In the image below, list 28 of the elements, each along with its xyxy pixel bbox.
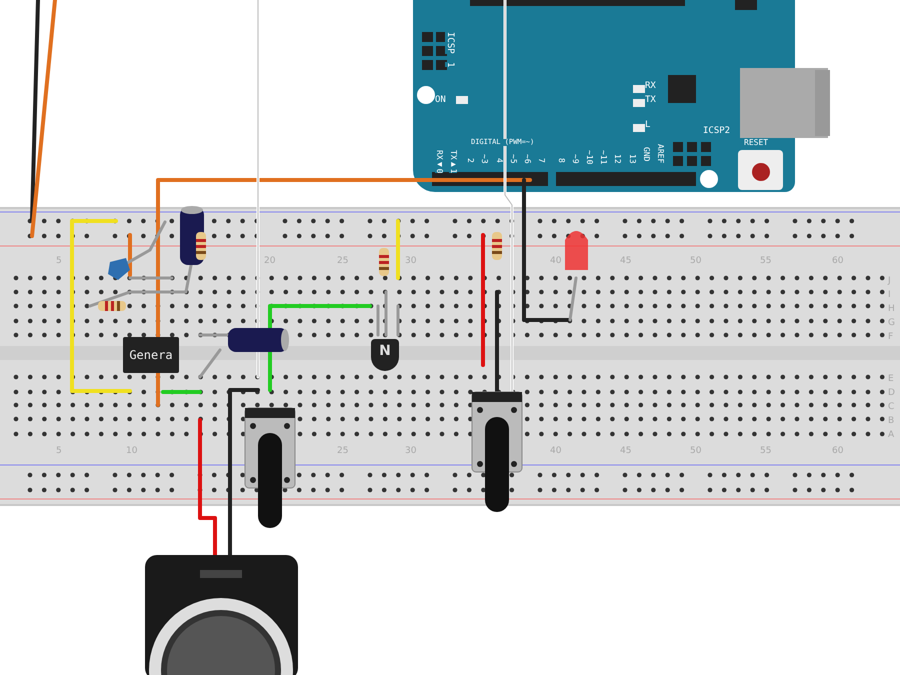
chip-label: Genera <box>129 348 173 362</box>
transistor <box>371 339 399 371</box>
board-label: 8 <box>557 158 565 163</box>
board-label: RESET <box>744 139 768 147</box>
board-label: ICSP <box>445 32 454 54</box>
board-label: 7 <box>537 158 545 163</box>
board-label: ~9 <box>571 154 579 164</box>
board-label: 13 <box>628 154 636 164</box>
board-label: TX▶1 <box>449 150 457 174</box>
board-label: 12 <box>613 154 621 164</box>
board-label: ~5 <box>509 154 517 164</box>
board-label: 1 <box>445 62 454 68</box>
ic-chip <box>123 337 179 373</box>
board-label: GND <box>642 147 650 162</box>
board-label: ON <box>435 96 446 105</box>
board-label: 2 <box>466 158 474 163</box>
board-label: RX◀0 <box>435 150 443 174</box>
board-label: TX <box>645 96 656 105</box>
board-label: ~3 <box>480 154 488 164</box>
board-label: ~10 <box>585 150 593 164</box>
board-label: AREF <box>656 144 664 164</box>
board-label: RX <box>645 82 656 91</box>
board-label: ~11 <box>599 150 607 164</box>
board-label: ~6 <box>523 154 531 164</box>
board-label: 4 <box>495 158 503 163</box>
board-label: L <box>645 121 650 130</box>
transistor-label: N <box>379 343 391 359</box>
board-label: ICSP2 <box>703 127 730 136</box>
